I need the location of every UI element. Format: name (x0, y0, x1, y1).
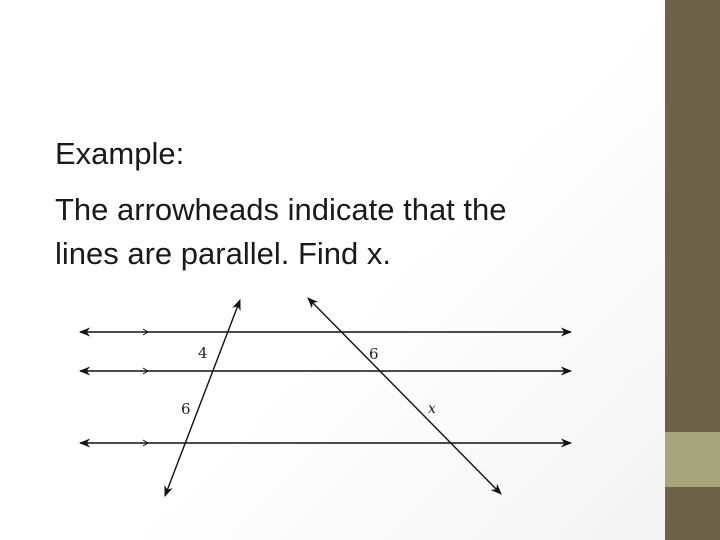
label-right-upper: 6 (369, 345, 379, 363)
slide-text: Example: The arrowheads indicate that th… (55, 132, 635, 276)
label-left-upper: 4 (198, 344, 208, 362)
parallel-mark-middle (142, 367, 149, 375)
slide-title: Example: (55, 136, 185, 171)
parallel-lines-figure: 4 6 6 x (78, 297, 573, 498)
body-line-1: The arrowheads indicate that the (55, 192, 507, 227)
transversal-left (164, 298, 241, 498)
label-left-lower: 6 (181, 400, 191, 418)
parallel-mark-bottom (142, 439, 149, 447)
sidebar-band-bottom (665, 487, 720, 540)
body-line-2: lines are parallel. Find x. (55, 236, 391, 271)
parallel-mark-top (142, 328, 149, 336)
sidebar-band-top (665, 0, 720, 432)
label-right-lower: x (428, 401, 436, 417)
transversal-right (307, 297, 502, 495)
sidebar-band-accent (665, 432, 720, 487)
